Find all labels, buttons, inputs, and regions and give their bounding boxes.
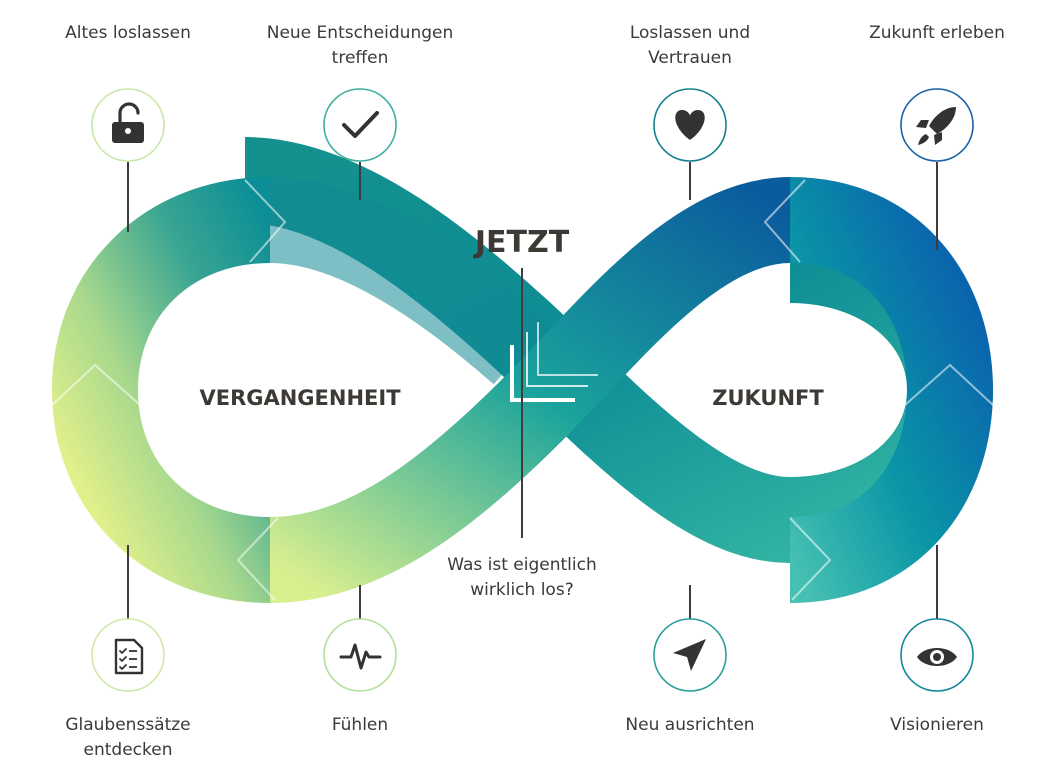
svg-text:Visionieren: Visionieren — [890, 715, 984, 735]
loop-label-future: ZUKUNFT — [712, 386, 824, 410]
navigation-arrow-icon — [673, 639, 706, 671]
heart-icon — [675, 110, 705, 140]
connectors — [127, 162, 938, 620]
checklist-icon — [114, 638, 144, 675]
loop-label-past: VERGANGENHEIT — [199, 386, 401, 410]
check-icon — [342, 111, 379, 138]
seam-chevron-bottom-left — [236, 517, 279, 601]
center-question-line2: wirklich los? — [470, 580, 573, 600]
infinity-band — [51, 137, 994, 603]
center-corner-mark-inner-2 — [537, 322, 598, 376]
center-corner-mark-inner — [526, 332, 588, 387]
svg-text:Zukunft erleben: Zukunft erleben — [869, 23, 1005, 43]
svg-text:Loslassen und: Loslassen und — [630, 23, 750, 43]
node-neue-entscheidungen: Neue Entscheidungen treffen — [267, 23, 454, 162]
seam-chevron-top-right — [763, 179, 806, 263]
node-zukunft-erleben: Zukunft erleben — [869, 23, 1005, 162]
svg-text:Glaubenssätze: Glaubenssätze — [65, 715, 190, 735]
node-visionieren: Visionieren — [890, 618, 984, 735]
eye-icon — [917, 648, 957, 666]
node-altes-loslassen: Altes loslassen — [65, 23, 191, 162]
svg-text:Fühlen: Fühlen — [332, 715, 388, 735]
seam-chevron-bottom-right — [789, 517, 832, 601]
node-loslassen-vertrauen: Loslassen und Vertrauen — [630, 23, 750, 162]
pulse-icon — [339, 643, 382, 670]
svg-text:Vertrauen: Vertrauen — [648, 48, 732, 68]
node-glaubenssaetze: Glaubenssätze entdecken — [65, 618, 191, 760]
unlock-icon — [112, 102, 144, 143]
seam-chevron-left — [51, 363, 141, 406]
svg-text:Neu ausrichten: Neu ausrichten — [625, 715, 754, 735]
band-loop-left — [51, 177, 272, 603]
band-loop-right — [788, 177, 994, 603]
svg-text:Altes loslassen: Altes loslassen — [65, 23, 191, 43]
node-neu-ausrichten: Neu ausrichten — [625, 618, 755, 735]
center-question-line1: Was ist eigentlich — [447, 555, 597, 575]
seam-chevron-right — [904, 363, 994, 406]
node-fuehlen: Fühlen — [323, 618, 397, 735]
svg-text:Neue Entscheidungen: Neue Entscheidungen — [267, 23, 454, 43]
center-corner-mark — [510, 345, 575, 402]
svg-text:entdecken: entdecken — [84, 740, 173, 760]
band-arc-top-left — [268, 177, 551, 385]
center-title: JETZT — [473, 225, 570, 260]
seam-chevron-top-left — [244, 179, 287, 263]
svg-text:treffen: treffen — [332, 48, 389, 68]
rocket-icon — [916, 107, 956, 145]
